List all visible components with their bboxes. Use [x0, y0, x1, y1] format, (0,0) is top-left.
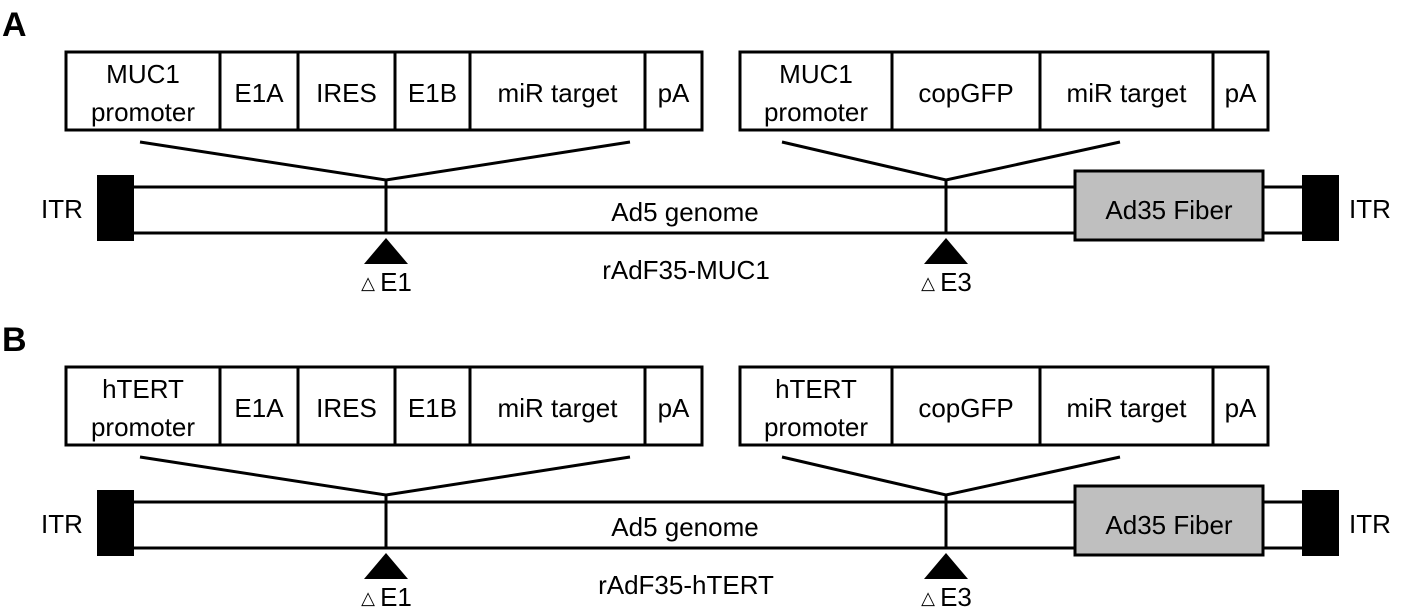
e1-deletion-marker: [364, 553, 408, 579]
e1-cassette-element-label: E1B: [408, 78, 457, 108]
e1-cassette-element-label: MUC1: [106, 59, 180, 89]
ad35-fiber-box: [1073, 484, 1265, 557]
e1-deletion-label: E1: [380, 582, 412, 612]
e1-cassette-element-label: IRES: [316, 78, 377, 108]
e1-cassette-element-label: pA: [658, 393, 690, 423]
e3-insertion-connector: [781, 455, 1121, 497]
panel-a: A MUC1 promoter E1A IRES E1B miR target pA MUC1 p…: [2, 6, 1391, 297]
e1-cassette-element-label: promoter: [91, 97, 195, 127]
itr-right-block: [1302, 490, 1339, 556]
itr-right-block: [1302, 175, 1339, 241]
panel-letter: A: [2, 6, 27, 44]
e1-cassette-outline: [64, 365, 704, 447]
e3-cassette-element-label: miR target: [1067, 78, 1188, 108]
construct-name: rAdF35-MUC1: [602, 255, 770, 285]
itr-left-block: [97, 490, 134, 556]
e1-deletion-symbol: △: [361, 588, 375, 608]
e1-insertion-connector: [139, 140, 631, 182]
e3-cassette-element-label: promoter: [764, 97, 868, 127]
e1-cassette-element-label: E1B: [408, 393, 457, 423]
e1-cassette-element-label: pA: [658, 78, 690, 108]
e3-cassette-element-label: pA: [1225, 393, 1257, 423]
e1-deletion-label: E1: [380, 267, 412, 297]
ad35-fiber-label: Ad35 Fiber: [1105, 510, 1233, 540]
e3-deletion-label: E3: [940, 582, 972, 612]
e3-cassette-outline: [738, 50, 1270, 132]
itr-left-label: ITR: [41, 509, 83, 539]
e1-cassette-element-label: E1A: [234, 393, 284, 423]
e3-insertion-connector: [781, 140, 1121, 182]
itr-right-label: ITR: [1349, 509, 1391, 539]
e1-insertion-connector: [139, 455, 631, 497]
e3-deletion-marker: [924, 553, 968, 579]
e3-cassette-element-label: MUC1: [779, 59, 853, 89]
e1-deletion-symbol: △: [361, 273, 375, 293]
e3-cassette-element-label: pA: [1225, 78, 1257, 108]
construct-name: rAdF35-hTERT: [598, 570, 774, 600]
e3-cassette-outline: [738, 365, 1270, 447]
e3-cassette-element-label: promoter: [764, 412, 868, 442]
e1-cassette-outline: [64, 50, 704, 132]
ad35-fiber-box: [1073, 169, 1265, 242]
genome-label: Ad5 genome: [611, 512, 758, 542]
e3-deletion-marker: [924, 238, 968, 264]
itr-left-block: [97, 175, 134, 241]
e3-deletion-label: E3: [940, 267, 972, 297]
e3-deletion-symbol: △: [921, 588, 935, 608]
e1-deletion-marker: [364, 238, 408, 264]
genome-label: Ad5 genome: [611, 197, 758, 227]
ad35-fiber-label: Ad35 Fiber: [1105, 195, 1233, 225]
e3-cassette-element-label: copGFP: [918, 78, 1013, 108]
e3-cassette-element-label: miR target: [1067, 393, 1188, 423]
e1-cassette-element-label: miR target: [498, 78, 619, 108]
e3-deletion-symbol: △: [921, 273, 935, 293]
e1-cassette-element-label: promoter: [91, 412, 195, 442]
e1-cassette-element-label: miR target: [498, 393, 619, 423]
e1-cassette-element-label: E1A: [234, 78, 284, 108]
itr-right-label: ITR: [1349, 194, 1391, 224]
e3-cassette-element-label: copGFP: [918, 393, 1013, 423]
panel-letter: B: [2, 321, 27, 359]
e1-cassette-element-label: IRES: [316, 393, 377, 423]
e1-cassette-element-label: hTERT: [102, 374, 184, 404]
e3-cassette-element-label: hTERT: [775, 374, 857, 404]
itr-left-label: ITR: [41, 194, 83, 224]
